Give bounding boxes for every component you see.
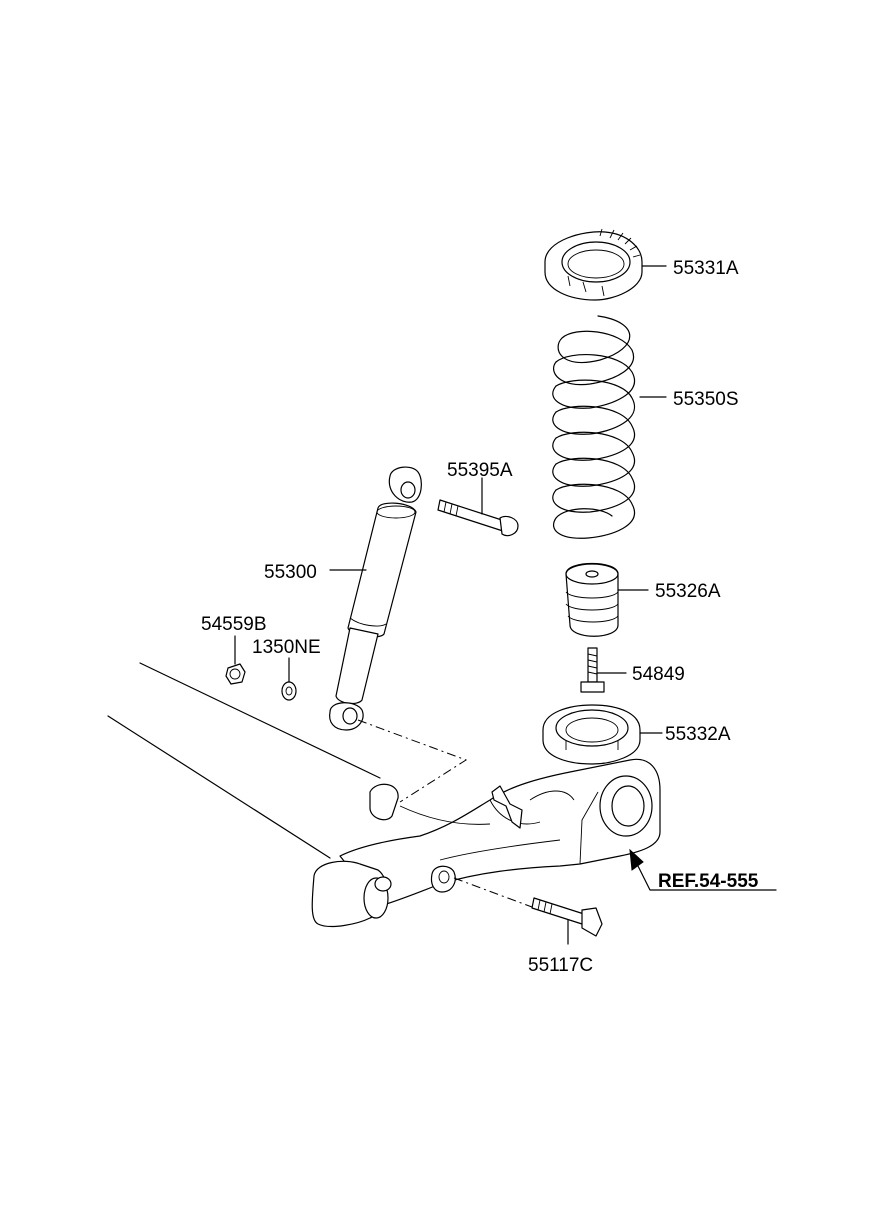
rear-axle-assembly [107, 662, 661, 928]
label-55326A: 55326A [655, 581, 721, 602]
arm-bolt-centerline [453, 877, 541, 911]
reference-arrow [629, 848, 777, 891]
label-55300: 55300 [264, 562, 317, 583]
shock-absorber[interactable] [329, 466, 422, 731]
washer[interactable] [281, 681, 297, 701]
shock-mounting-bolt[interactable] [437, 499, 519, 537]
label-55395A: 55395A [447, 460, 513, 481]
label-54849: 54849 [632, 664, 685, 685]
label-55331A: 55331A [673, 258, 739, 279]
coil-spring[interactable] [552, 315, 635, 539]
lower-spring-pad[interactable] [542, 704, 641, 765]
label-1350NE: 1350NE [252, 637, 321, 658]
bump-stopper-bolt[interactable] [580, 647, 605, 693]
trailing-arm-bolt[interactable] [531, 897, 603, 937]
label-55350S: 55350S [673, 389, 739, 410]
label-55117C: 55117C [528, 955, 593, 976]
label-54559B: 54559B [201, 614, 267, 635]
label-55332A: 55332A [665, 724, 731, 745]
upper-spring-pad[interactable] [544, 228, 643, 301]
shock-mount-centerline [357, 719, 468, 803]
label-reference: REF.54-555 [658, 871, 759, 892]
bump-stopper[interactable] [565, 563, 619, 637]
nut[interactable] [225, 663, 246, 685]
